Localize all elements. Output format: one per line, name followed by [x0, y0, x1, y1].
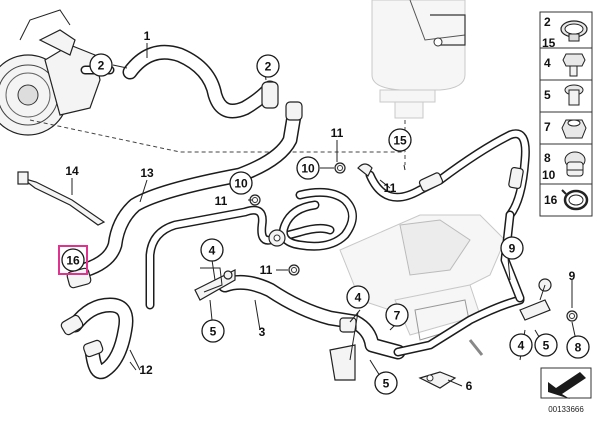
legend-item-16[interactable]: 16 — [539, 183, 593, 217]
cable-tie-14 — [17, 171, 106, 226]
legend-label-secondary: 15 — [542, 36, 556, 50]
cooler-line-12 — [60, 297, 141, 380]
steering-gear — [339, 214, 506, 356]
callout-label: 2 — [265, 60, 272, 74]
callout-10-top[interactable]: 10 — [296, 156, 320, 180]
hose-1 — [122, 44, 279, 119]
label-9-right: 9 — [569, 269, 576, 283]
callout-label: 5 — [383, 377, 390, 391]
label-11-left: 11 — [215, 194, 228, 208]
callout-label: 10 — [234, 177, 248, 191]
legend-label: 7 — [544, 120, 551, 134]
callout-8[interactable]: 8 — [566, 335, 590, 359]
callout-7[interactable]: 7 — [385, 303, 409, 327]
pipe-loop — [268, 187, 357, 251]
direction-arrow-icon — [548, 372, 586, 399]
hose-13 — [66, 101, 303, 289]
callout-label: 4 — [209, 244, 216, 258]
legend-label: 4 — [544, 56, 551, 70]
callout-label: 2 — [98, 59, 105, 73]
legend-label-secondary: 10 — [542, 168, 556, 182]
bracket-center — [329, 317, 357, 381]
callout-16[interactable]: 16 — [61, 248, 85, 272]
highlight-box — [58, 245, 88, 275]
label-13: 13 — [140, 166, 154, 180]
return-pipe-right — [357, 129, 530, 303]
label-3: 3 — [259, 325, 266, 339]
callout-label: 4 — [518, 339, 525, 353]
label-11-right: 11 — [384, 181, 397, 195]
legend-label: 5 — [544, 88, 551, 102]
legend-item-8-10[interactable]: 8 10 — [539, 143, 593, 185]
label-14: 14 — [65, 164, 79, 178]
callout-5-left[interactable]: 5 — [201, 319, 225, 343]
callout-9[interactable]: 9 — [500, 236, 524, 260]
label-1: 1 — [144, 29, 151, 43]
spring-clamp-icon — [561, 189, 589, 211]
fluid-reservoir — [371, 0, 466, 119]
bracket-left — [194, 267, 236, 301]
legend-label: 16 — [544, 193, 558, 207]
callout-5-right[interactable]: 5 — [534, 333, 558, 357]
bracket-right — [519, 278, 552, 321]
callout-4-left[interactable]: 4 — [200, 238, 224, 262]
clip-6 — [418, 371, 457, 389]
callout-label: 5 — [210, 325, 217, 339]
parts-legend: 2 15 4 5 7 — [539, 11, 593, 217]
callout-2-pump[interactable]: 2 — [89, 53, 113, 77]
callout-label: 8 — [575, 341, 582, 355]
callout-label: 16 — [66, 254, 80, 268]
callout-15[interactable]: 15 — [388, 128, 412, 152]
hex-nut-icon — [561, 119, 587, 139]
fitting-cap-icon — [564, 151, 586, 177]
power-steering-pump — [0, 9, 115, 136]
callout-4-center[interactable]: 4 — [346, 285, 370, 309]
direction-arrow-box — [540, 367, 592, 399]
callout-label: 4 — [355, 291, 362, 305]
leader-lines — [71, 43, 578, 387]
callout-label: 10 — [301, 162, 315, 176]
legend-label: 2 — [544, 15, 551, 29]
hex-bolt-icon — [562, 53, 586, 77]
legend-item-7[interactable]: 7 — [539, 111, 593, 145]
callout-5-center[interactable]: 5 — [374, 371, 398, 395]
callout-2-hose[interactable]: 2 — [256, 54, 280, 78]
callout-label: 7 — [394, 309, 401, 323]
label-6: 6 — [466, 379, 473, 393]
callout-4-right[interactable]: 4 — [509, 333, 533, 357]
legend-item-4[interactable]: 4 — [539, 47, 593, 81]
callout-label: 9 — [509, 242, 516, 256]
pressure-line-3 — [145, 205, 525, 360]
callout-label: 5 — [543, 339, 550, 353]
diagram-id: 00133666 — [548, 405, 584, 414]
callout-10-left[interactable]: 10 — [229, 171, 253, 195]
legend-item-5[interactable]: 5 — [539, 79, 593, 113]
hose-clamp-icon — [560, 20, 588, 42]
legend-item-2-15[interactable]: 2 15 — [539, 11, 593, 53]
seal-ring-mid — [288, 264, 300, 276]
seal-ring-top — [334, 162, 346, 174]
banjo-bolt-icon — [564, 84, 584, 106]
callout-label: 15 — [393, 134, 407, 148]
label-11-mid: 11 — [260, 263, 273, 277]
dash-line-top — [29, 119, 405, 153]
legend-label: 8 — [544, 151, 551, 165]
label-11-top: 11 — [331, 126, 344, 140]
label-12: 12 — [139, 363, 153, 377]
